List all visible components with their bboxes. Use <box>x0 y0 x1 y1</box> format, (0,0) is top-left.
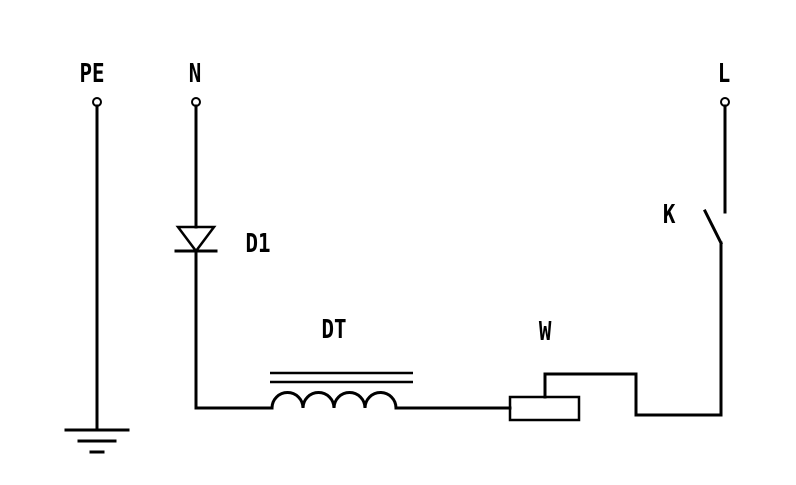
inductor-coil-icon <box>270 371 413 410</box>
label-n: N <box>189 58 202 89</box>
label-w: W <box>539 316 552 347</box>
label-dt: DT <box>321 314 346 345</box>
label-pe: PE <box>79 58 104 89</box>
label-l: L <box>718 58 731 89</box>
switch-symbol-icon <box>702 208 724 246</box>
label-k: K <box>663 199 676 230</box>
ground-symbol-icon <box>64 428 130 454</box>
wire-resistor-tap <box>543 372 723 417</box>
resistor-box-icon <box>508 395 581 422</box>
label-d1: D1 <box>245 228 270 259</box>
diode-symbol-icon <box>174 225 218 254</box>
